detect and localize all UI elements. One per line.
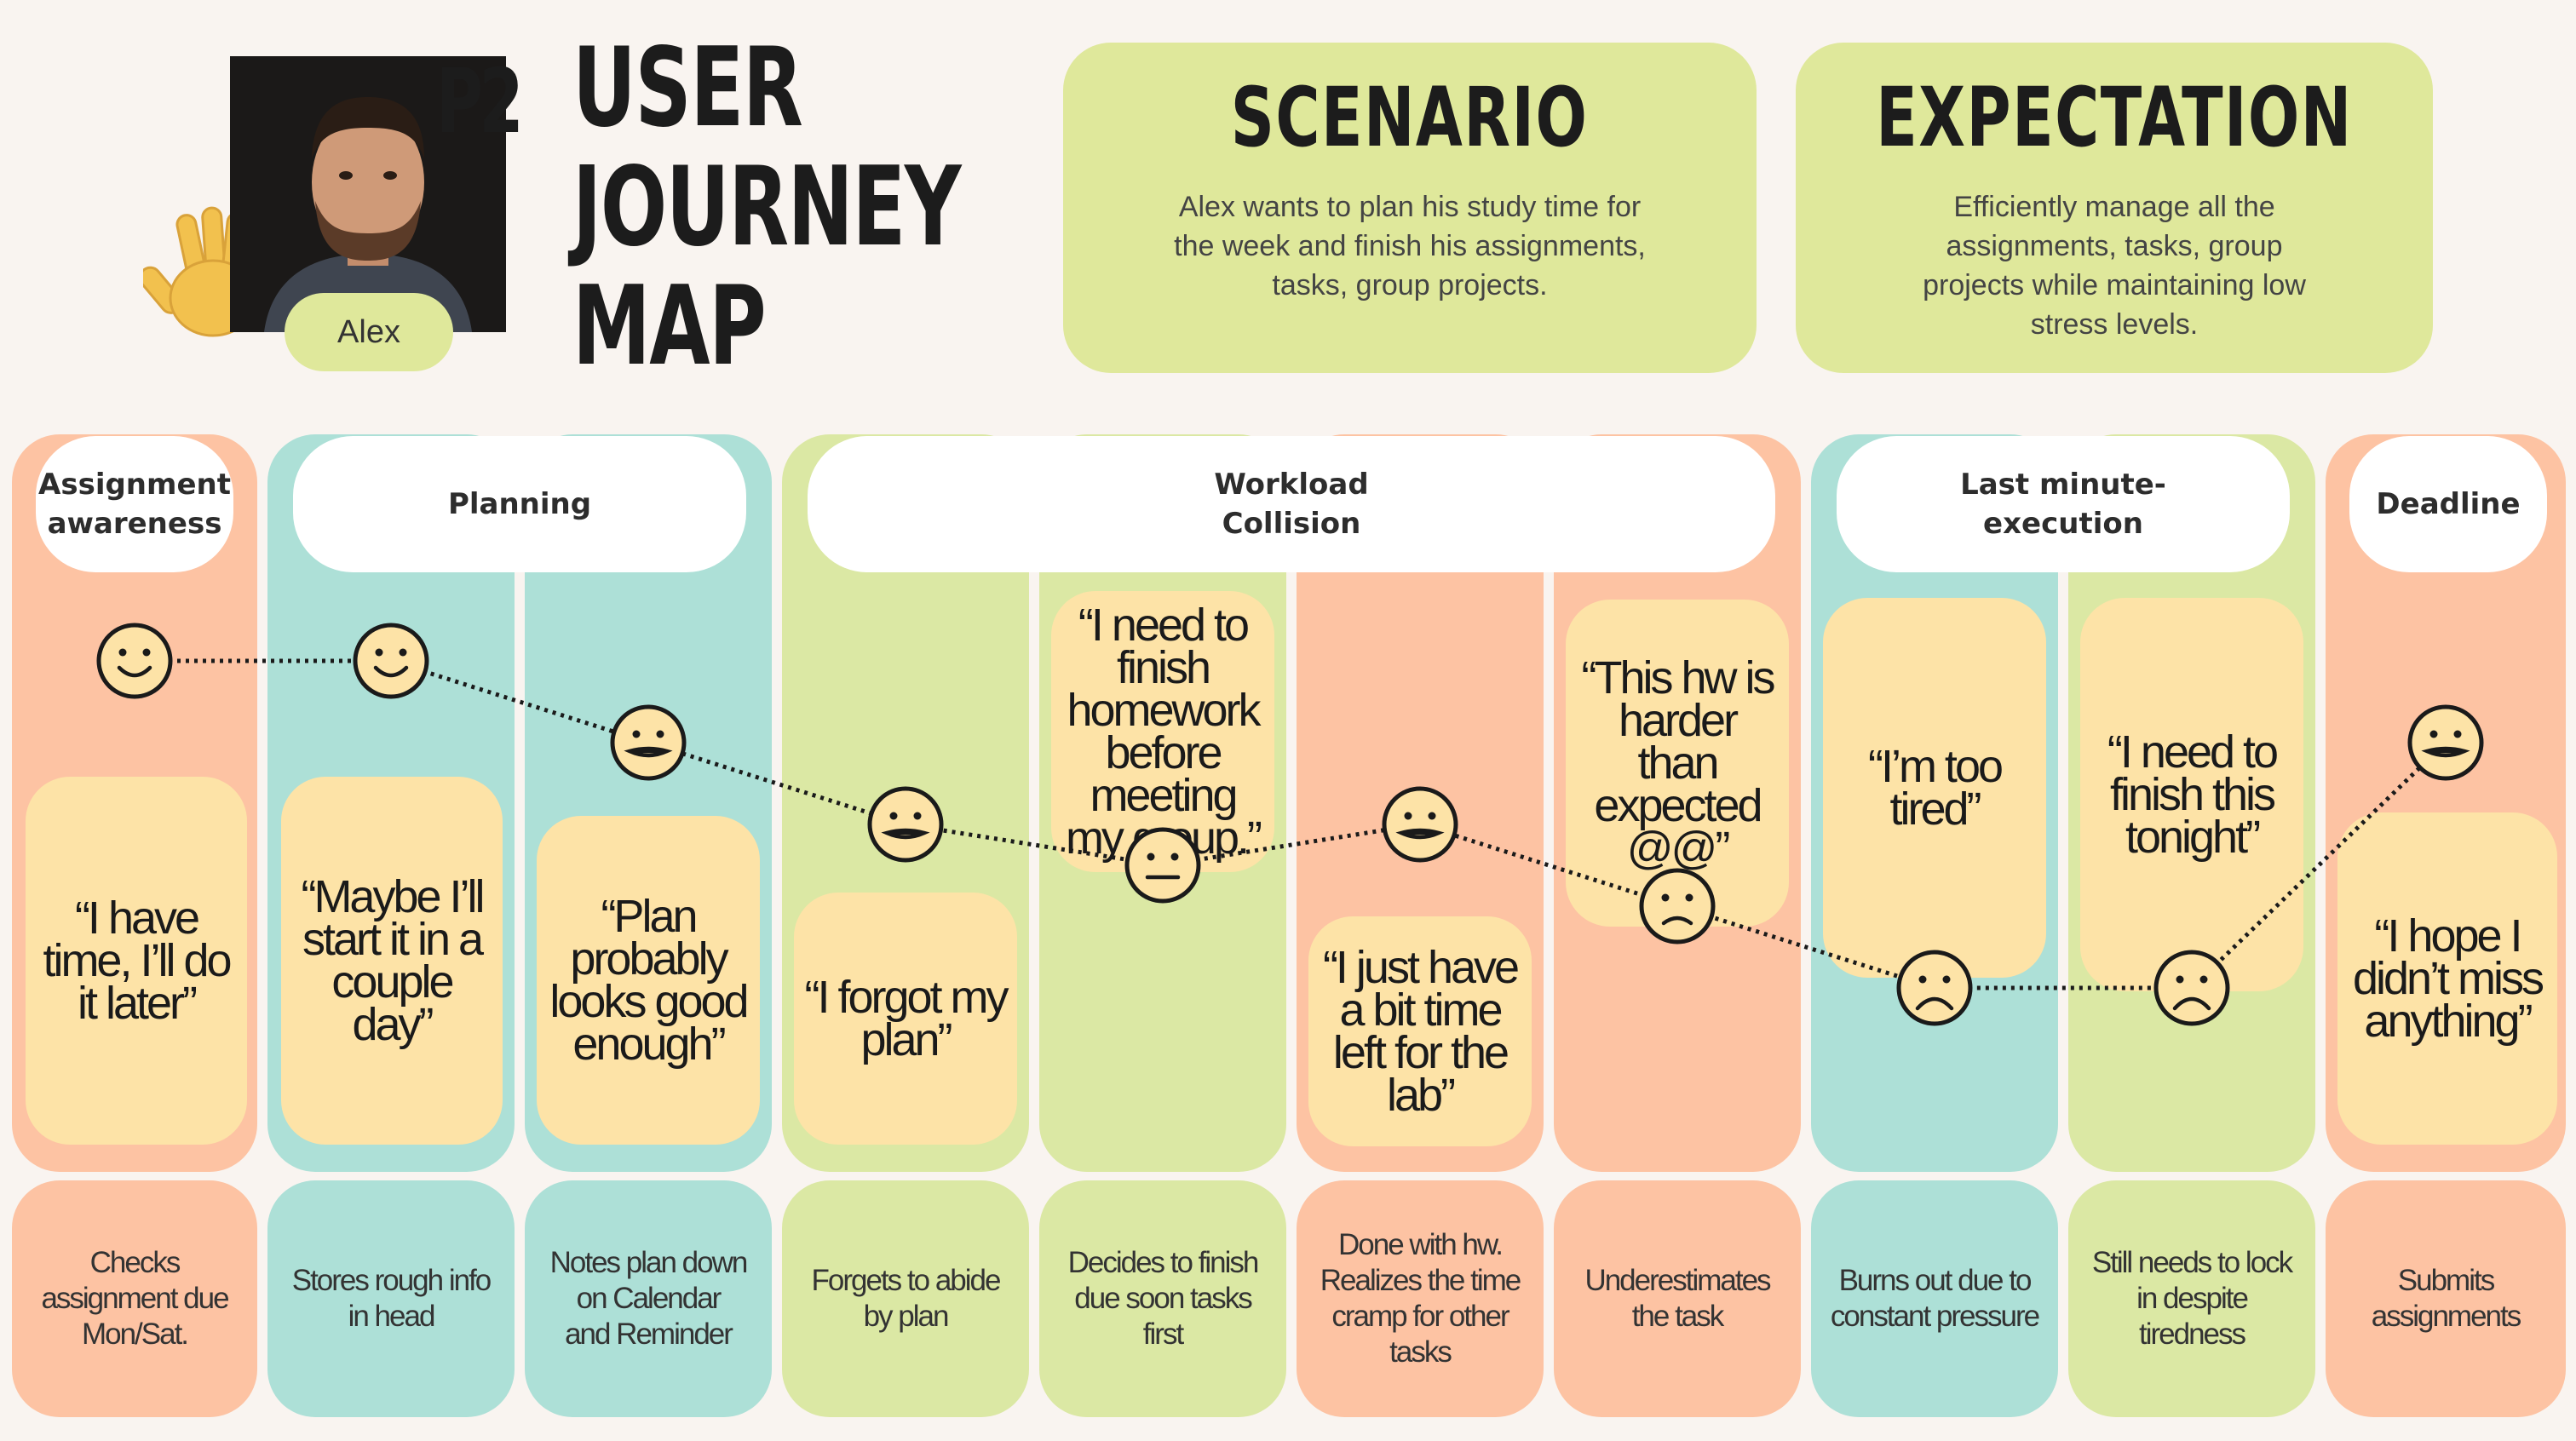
grimace-face-icon (610, 704, 687, 781)
grimace-face-icon (2407, 704, 2484, 781)
phase-assignment-awareness: Assignment awareness (36, 436, 233, 572)
action-card-2: Stores rough info in head (267, 1180, 515, 1417)
worried-face-icon (1639, 868, 1716, 944)
scenario-card: SCENARIO Alex wants to plan his study ti… (1063, 43, 1757, 373)
phase-last-minute-execution: Last minute- execution (1837, 436, 2290, 572)
quote-card-5: “I need to finish homework before meetin… (1051, 591, 1274, 872)
action-card-10: Submits assignments (2326, 1180, 2566, 1417)
scenario-text: Alex wants to plan his study time for th… (1174, 191, 1646, 301)
happy-face-icon (353, 623, 429, 699)
action-card-6: Done with hw. Realizes the time cramp fo… (1297, 1180, 1544, 1417)
persona-photo (230, 56, 506, 332)
neutral-face-icon (1124, 827, 1201, 904)
action-card-3: Notes plan down on Calendar and Reminder (525, 1180, 772, 1417)
quote-card-10: “I hope I didn’t miss anything” (2337, 812, 2557, 1145)
quote-card-3: “Plan probably looks good enough” (537, 816, 760, 1145)
quote-card-4: “I forgot my plan” (794, 893, 1017, 1145)
action-card-7: Underestimates the task (1554, 1180, 1801, 1417)
action-card-5: Decides to finish due soon tasks first (1039, 1180, 1286, 1417)
persona-id: P2 (436, 49, 524, 153)
action-card-4: Forgets to abide by plan (782, 1180, 1029, 1417)
quote-card-2: “Maybe I’ll start it in a couple day” (281, 777, 503, 1145)
expectation-card: EXPECTATION Efficiently manage all the a… (1796, 43, 2433, 373)
action-card-1: Checks assignment due Mon/Sat. (12, 1180, 257, 1417)
expectation-text: Efficiently manage all the assignments, … (1923, 191, 2306, 341)
persona-name-pill: Alex (285, 293, 453, 371)
action-card-8: Burns out due to constant pressure (1811, 1180, 2058, 1417)
journey-line (135, 658, 2447, 990)
page-title-line-2: JOURNEY (572, 144, 962, 271)
page-title-line-3: MAP (572, 263, 767, 390)
phase-workload-collision: Workload Collision (808, 436, 1775, 572)
quote-card-9: “I need to finish this tonight” (2080, 598, 2303, 991)
quote-card-6: “I just have a bit time left for the lab… (1308, 916, 1532, 1146)
quote-card-8: “I’m too tired” (1823, 598, 2046, 978)
expectation-title: EXPECTATION (1876, 70, 2353, 165)
sad-face-icon (1896, 950, 1973, 1026)
grimace-face-icon (1382, 786, 1458, 863)
quote-card-7: “This hw is harder than expected @@” (1566, 600, 1789, 927)
happy-face-icon (96, 623, 173, 699)
quote-card-1: “I have time, I’ll do it later” (26, 777, 247, 1145)
sad-face-icon (2153, 950, 2230, 1026)
scenario-title: SCENARIO (1231, 70, 1589, 165)
page-title-line-1: USER (572, 25, 803, 152)
phase-deadline: Deadline (2349, 436, 2547, 572)
grimace-face-icon (867, 786, 944, 863)
phase-planning: Planning (293, 436, 746, 572)
action-card-9: Still needs to lock in despite tiredness (2068, 1180, 2315, 1417)
